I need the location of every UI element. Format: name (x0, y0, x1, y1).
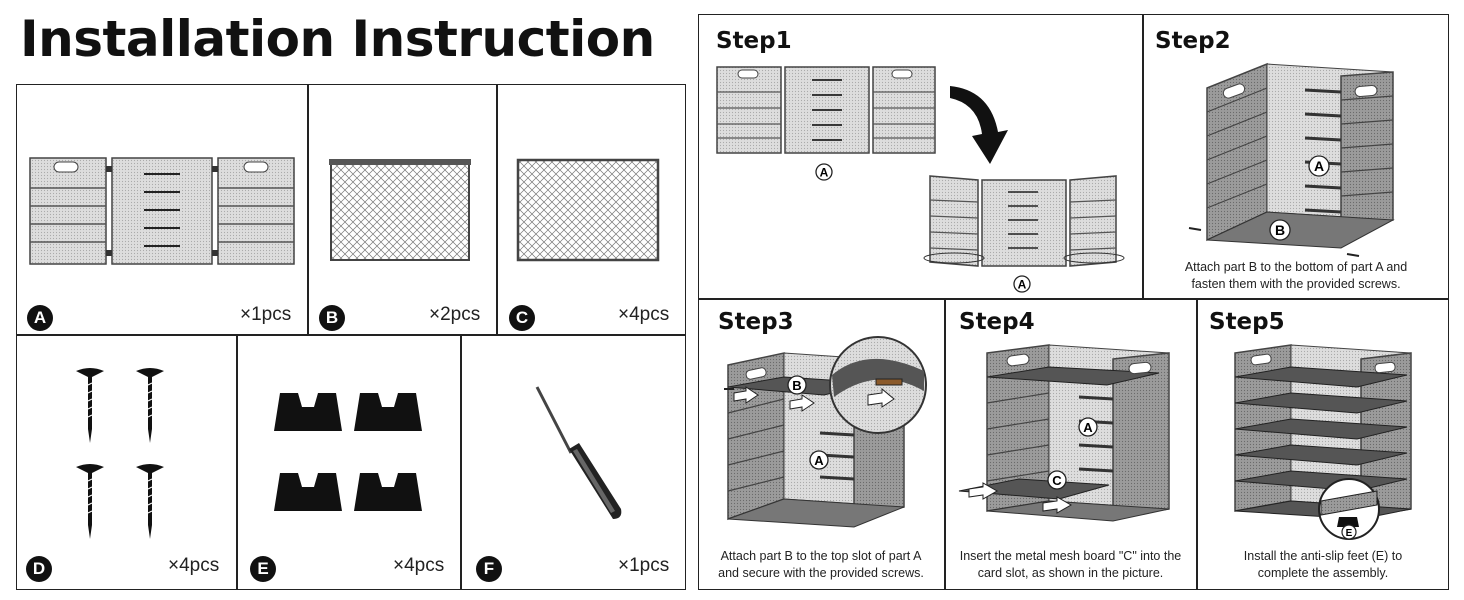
steps-divider-h (698, 298, 1449, 300)
step3-label-a-text: A (814, 453, 824, 468)
step3-label-b: B (787, 375, 807, 395)
parts-divider-v3 (236, 334, 238, 590)
step4-label-c: C (1047, 470, 1067, 490)
steps-grid (698, 14, 1449, 590)
step2-label-a-text: A (1314, 158, 1324, 174)
step1-label-a2: A (1013, 275, 1031, 293)
step1-folding-frame-icon (923, 175, 1125, 267)
step4-caption-line2: card slot, as shown in the picture. (977, 566, 1164, 580)
step2-cell: Step2 A B Attach part B to the bottom of… (1143, 14, 1449, 298)
step4-label-a-text: A (1083, 420, 1093, 435)
step4-cell: Step4 A C Insert the metal mesh board "C… (945, 299, 1196, 590)
step1-title: Step1 (716, 28, 792, 54)
part-f-cell: F ×1pcs (461, 335, 686, 590)
parts-grid (16, 84, 686, 590)
qty-b: ×2pcs (429, 304, 481, 325)
step1-cell: Step1 A A (698, 14, 1142, 298)
qty-d: ×4pcs (168, 555, 220, 576)
steps-divider-v3 (1196, 298, 1198, 590)
step4-label-c-text: C (1052, 473, 1062, 488)
badge-c: C (509, 305, 535, 331)
qty-f: ×1pcs (618, 555, 670, 576)
step2-frame-icon (1188, 62, 1395, 257)
step3-title: Step3 (718, 309, 794, 335)
step3-label-b-text: B (792, 378, 801, 393)
badge-e: E (250, 556, 276, 582)
step1-label-a1-text: A (820, 166, 829, 180)
parts-divider-v4 (460, 334, 462, 590)
step2-caption-line1: Attach part B to the bottom of part A an… (1184, 260, 1408, 274)
step2-label-b: B (1269, 219, 1291, 241)
step1-label-a2-text: A (1018, 278, 1027, 292)
mesh-board-icon (516, 158, 660, 262)
parts-divider-v2 (496, 84, 498, 335)
step5-label-e: E (1341, 524, 1357, 540)
step5-cell: Step5 E Install the anti-slip feet (E) t… (1197, 299, 1449, 590)
qty-c: ×4pcs (618, 304, 670, 325)
part-a-cell: A ×1pcs (16, 84, 307, 334)
parts-divider-h (16, 334, 686, 336)
magnifier-detail-icon (829, 336, 927, 434)
badge-d: D (26, 556, 52, 582)
step2-label-b-text: B (1275, 222, 1285, 238)
part-e-cell: E ×4pcs (237, 335, 460, 590)
mesh-board-with-lip-icon (329, 159, 471, 261)
step5-organizer-icon (1234, 344, 1412, 540)
step3-label-a: A (809, 450, 829, 470)
folding-frame-icon (29, 157, 295, 265)
part-b-cell: B ×2pcs (307, 84, 496, 334)
part-c-cell: C ×4pcs (497, 84, 686, 334)
screwdriver-icon (535, 386, 622, 519)
step5-title: Step5 (1209, 309, 1285, 335)
step5-caption-line2: complete the assembly. (1257, 566, 1389, 580)
badge-a: A (27, 305, 53, 331)
step3-caption-line1: Attach part B to the top slot of part A (720, 549, 922, 563)
step3-cell: Step3 B A Attach part B to the top slot … (698, 299, 944, 590)
step3-caption-line2: and secure with the provided screws. (718, 566, 924, 580)
step2-label-a: A (1308, 155, 1330, 177)
step5-caption-line1: Install the anti-slip feet (E) to (1243, 549, 1403, 563)
anti-slip-feet-icon (274, 393, 422, 511)
part-d-cell: D ×4pcs (16, 335, 236, 590)
step2-title: Step2 (1155, 28, 1231, 54)
badge-f: F (476, 556, 502, 582)
step2-caption-line2: fasten them with the provided screws. (1191, 277, 1401, 291)
badge-b: B (319, 305, 345, 331)
step4-caption-line1: Insert the metal mesh board "C" into the (959, 549, 1182, 563)
steps-divider-v2 (944, 298, 946, 590)
step4-title: Step4 (959, 309, 1035, 335)
curved-arrow-icon (950, 86, 1008, 164)
page-title: Installation Instruction (20, 10, 655, 68)
screws-icon (75, 367, 165, 540)
step1-flat-frame-icon (716, 66, 936, 154)
qty-a: ×1pcs (240, 304, 292, 325)
step4-label-a: A (1078, 417, 1098, 437)
step4-frame-icon (958, 344, 1170, 522)
steps-divider-v1 (1142, 14, 1144, 299)
qty-e: ×4pcs (393, 555, 445, 576)
step1-label-a1: A (815, 163, 833, 181)
step5-label-e-text: E (1346, 528, 1353, 539)
parts-divider-v1 (307, 84, 309, 335)
